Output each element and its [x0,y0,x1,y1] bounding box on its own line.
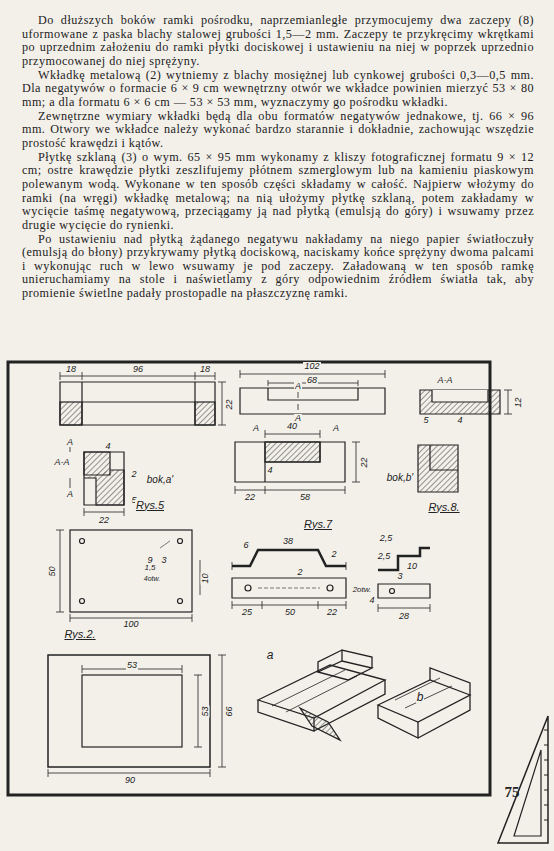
frame-side-a [60,372,226,516]
dimension-label: 4otw. [143,575,161,582]
dimension-label: bok,a' [146,475,174,485]
dimension-label: 6 [242,541,249,550]
dimension-label: 2 [330,550,337,559]
dimension-label: 2 [296,568,303,577]
dimension-label: 4 [368,596,375,605]
figure-label: Rys.5 [135,500,165,511]
dimension-label: 66 [224,705,233,717]
figure-label: Rys.2. [63,629,96,640]
body-paragraph: Do dłuższych boków ramki pośrodku, naprz… [22,14,534,69]
dimension-label: 5 [422,416,429,425]
dimension-label: 22 [326,608,338,617]
dimension-label: 53 [126,661,138,670]
dimension-label: 2otw. [352,586,373,594]
dimension-label: 102 [303,362,320,371]
dimension-label: 68 [306,376,318,385]
dimension-label: 3 [160,556,167,565]
body-paragraph: Zewnętrzne wymiary wkładki będą dla obu … [22,110,534,151]
figure-label: Rys.8. [427,502,460,513]
dimension-label: 28 [398,612,410,621]
dimension-label: 25 [241,608,253,617]
spring [232,550,346,609]
dimension-label: 100 [122,620,139,629]
dimension-label: 18 [65,365,77,374]
dimension-label: 58 [299,493,311,502]
figure-label: Rys.7 [303,519,333,530]
dimension-label: 1,5 [143,564,156,572]
dimension-label: 12 [513,396,522,408]
dimension-label: 3 [396,572,403,581]
set-square [498,716,548,843]
dimension-label: 22 [244,493,256,502]
dimension-label: A-A [436,376,453,385]
dimension-label: b [416,691,425,703]
corner-sketch-b [378,668,470,738]
dimension-label: 53 [200,705,209,717]
dimension-label: a [266,649,275,661]
dimension-label: 2 [130,470,137,479]
body-paragraph: Po ustawieniu nad płytką żądanego negaty… [22,233,534,301]
dimension-label: A [66,438,74,447]
dimension-label: 10 [406,562,418,571]
frame-side-b [240,370,512,414]
dimension-label: A [332,424,340,433]
dimension-label: 50 [47,565,56,577]
body-paragraph: Wkładkę metalową (2) wytniemy z blachy m… [22,69,534,110]
dimension-label: 4 [266,466,273,475]
dimension-label: 38 [282,537,294,546]
dimension-label: A [66,490,74,499]
dimension-label: 96 [132,365,144,374]
dimension-label: 18 [199,365,211,374]
dimension-label: 22 [224,398,233,410]
drawing-frame [8,362,490,795]
metal-insert [48,655,226,777]
page-number: 75 [504,785,521,800]
dimension-label: 4 [456,416,463,425]
dimension-label: 50 [284,608,296,617]
dimension-label: 10 [200,572,209,584]
body-paragraph: Płytkę szklaną (3) o wym. 65 × 95 mm wyk… [22,151,534,233]
text-column: Do dłuższych boków ramki pośrodku, naprz… [22,14,534,301]
dimension-label: bok,b' [386,473,414,483]
pressure-plate [56,530,200,622]
dimension-label: 2,5 [377,552,392,561]
dimension-label: A [252,424,260,433]
corner-sketch-a [258,650,385,740]
dimension-label: A [294,382,302,391]
dimension-label: 22 [98,516,110,525]
dimension-label: 22 [359,456,368,468]
dimension-label: 90 [124,776,136,785]
dimension-label: 40 [286,422,298,431]
dimension-label: 2,5 [379,534,394,543]
dimension-label: 4 [104,442,111,451]
dimension-label: A-A [53,458,70,467]
frame-side-b-view [235,430,458,494]
